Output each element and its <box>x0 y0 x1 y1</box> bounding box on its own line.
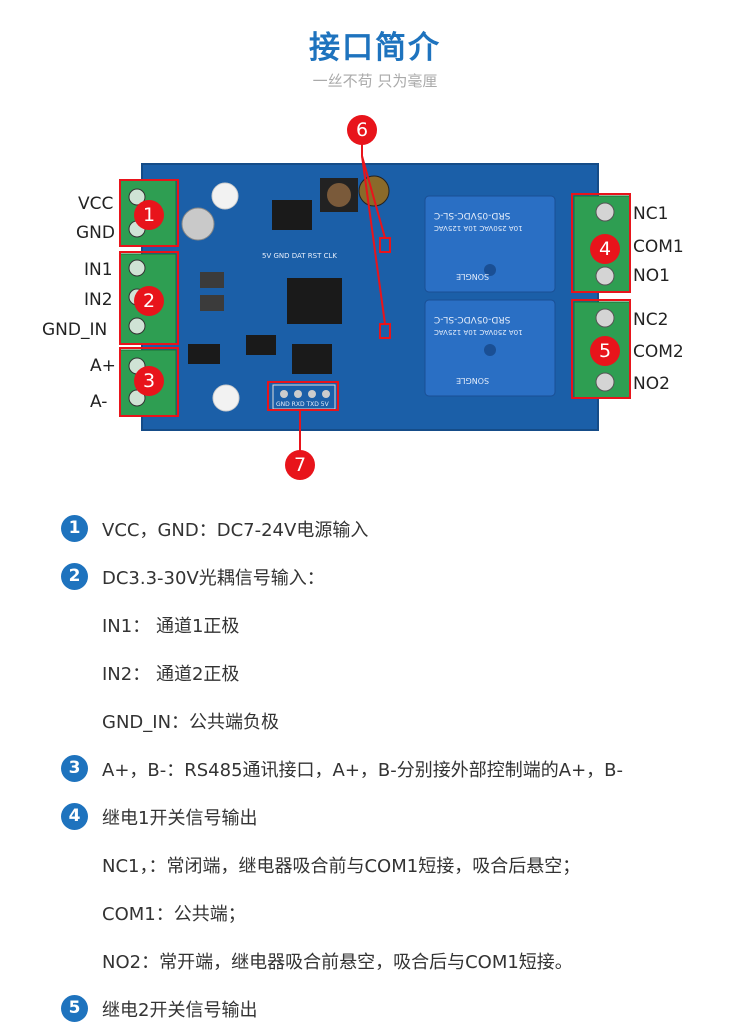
list-item-text: COM1：公共端； <box>102 904 246 925</box>
list-item: NC1，：常闭端，继电器吸合前与COM1短接，吸合后悬空； <box>0 848 750 878</box>
callout-4: 4 <box>590 234 620 264</box>
list-item-text: A+，B-：RS485通讯接口，A+，B-分别接外部控制端的A+，B- <box>102 760 624 781</box>
relay-1-rating: 10A 250VAC 10A 125VAC <box>434 224 523 232</box>
label-a-minus: A- <box>90 392 108 412</box>
board-drawing <box>119 144 631 452</box>
relay-1-brand: SONGLE <box>456 272 490 281</box>
relay-1-label: SRD-05VDC-SL-C <box>434 210 511 220</box>
label-com1: COM1 <box>633 237 684 257</box>
label-in1: IN1 <box>84 260 113 280</box>
list-item: GND_IN：公共端负极 <box>0 704 750 734</box>
board-illustration: VCC GND IN1 IN2 GND_IN A+ A- NC1 COM1 NO… <box>0 100 750 500</box>
number-badge: 3 <box>61 755 88 782</box>
list-item-text: GND_IN：公共端负极 <box>102 712 280 733</box>
list-item-text: NC1，：常闭端，继电器吸合前与COM1短接，吸合后悬空； <box>102 856 581 877</box>
list-item: IN2： 通道2正极 <box>0 656 750 686</box>
label-in2: IN2 <box>84 290 113 310</box>
label-com2: COM2 <box>633 342 684 362</box>
list-item: COM1：公共端； <box>0 896 750 926</box>
label-vcc: VCC <box>78 194 114 214</box>
relay-2-rating: 10A 250VAC 10A 125VAC <box>434 328 523 336</box>
header-top-silkscreen: 5V GND DAT RST CLK <box>262 252 337 260</box>
callout-2: 2 <box>134 286 164 316</box>
relay-2-brand: SONGLE <box>456 376 490 385</box>
list-item-text: NO2：常开端，继电器吸合前悬空，吸合后与COM1短接。 <box>102 952 573 973</box>
list-item: 2 DC3.3-30V光耦信号输入： <box>0 560 750 590</box>
number-badge: 4 <box>61 803 88 830</box>
list-item-text: VCC，GND：DC7-24V电源输入 <box>102 520 369 541</box>
list-item: 1 VCC，GND：DC7-24V电源输入 <box>0 512 750 542</box>
list-item-text: 继电2开关信号输出 <box>102 1000 258 1021</box>
list-item-text: DC3.3-30V光耦信号输入： <box>102 568 325 589</box>
label-no1: NO1 <box>633 266 670 286</box>
label-no2: NO2 <box>633 374 670 394</box>
list-item: 5 继电2开关信号输出 <box>0 992 750 1022</box>
label-gnd: GND <box>76 223 115 243</box>
callout-6: 6 <box>347 115 377 145</box>
list-item: 3 A+，B-：RS485通讯接口，A+，B-分别接外部控制端的A+，B- <box>0 752 750 782</box>
label-gnd-in: GND_IN <box>42 320 108 340</box>
page-subtitle: 一丝不苟 只为毫厘 <box>312 72 438 90</box>
label-nc1: NC1 <box>633 204 669 224</box>
relay-1 <box>424 195 556 293</box>
callout-5: 5 <box>590 336 620 366</box>
label-nc2: NC2 <box>633 310 669 330</box>
page-title: 接口简介 <box>309 30 441 66</box>
list-item-text: 继电1开关信号输出 <box>102 808 258 829</box>
callout-7: 7 <box>285 450 315 480</box>
label-a-plus: A+ <box>90 356 116 376</box>
list-item: 4 继电1开关信号输出 <box>0 800 750 830</box>
number-badge: 5 <box>61 995 88 1022</box>
list-item: NO2：常开端，继电器吸合前悬空，吸合后与COM1短接。 <box>0 944 750 974</box>
list-item: IN1： 通道1正极 <box>0 608 750 638</box>
list-item-text: IN2： 通道2正极 <box>102 664 240 685</box>
callout-1: 1 <box>134 200 164 230</box>
number-badge: 2 <box>61 563 88 590</box>
callout-3: 3 <box>134 366 164 396</box>
header-bottom-silkscreen: GND RXD TXD 5V <box>276 401 329 408</box>
number-badge: 1 <box>61 515 88 542</box>
relay-2-label: SRD-05VDC-SL-C <box>434 314 511 324</box>
list-item-text: IN1： 通道1正极 <box>102 616 240 637</box>
